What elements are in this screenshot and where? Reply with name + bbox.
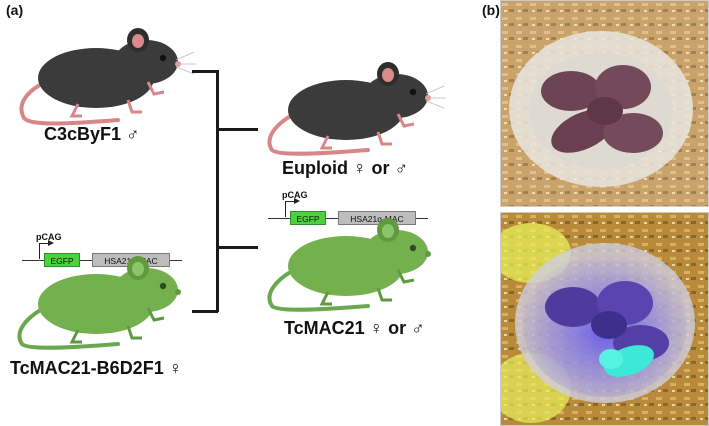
panel-label-b: (b) xyxy=(482,2,500,18)
cross-bracket-bottom xyxy=(192,310,218,313)
pups-brightfield-photo xyxy=(500,0,709,207)
pups-fluorescence-photo xyxy=(500,212,709,426)
promoter-arrow-icon xyxy=(285,202,286,217)
cross-bracket-vertical xyxy=(216,70,219,312)
cross-arrow-euploid xyxy=(218,128,258,131)
egfp-box: EGFP xyxy=(44,253,80,267)
male-parent-label: C3cByF1 ♂ xyxy=(44,124,140,144)
promoter-label: pCAG xyxy=(36,232,62,242)
mac-box: HSA21q-MAC xyxy=(338,211,416,225)
euploid-label: Euploid ♀ or ♂ xyxy=(282,158,408,178)
female-parent-label: TcMAC21-B6D2F1 ♀ xyxy=(10,358,183,378)
construct-diagram-offspring: pCAG EGFP HSA21q-MAC xyxy=(268,190,428,230)
euploid-mouse-icon xyxy=(267,62,446,156)
promoter-arrow-icon xyxy=(39,244,40,259)
tcmac21-label: TcMAC21 ♀ or ♂ xyxy=(284,318,425,338)
cross-arrow-tcmac21 xyxy=(218,246,258,249)
green-mouse-icon xyxy=(17,256,181,350)
cross-bracket-top xyxy=(192,70,218,73)
tcmac21-mouse-icon xyxy=(267,218,431,312)
egfp-box: EGFP xyxy=(290,211,326,225)
panel-label-a: (a) xyxy=(6,2,24,18)
black-mouse-icon xyxy=(19,28,196,126)
